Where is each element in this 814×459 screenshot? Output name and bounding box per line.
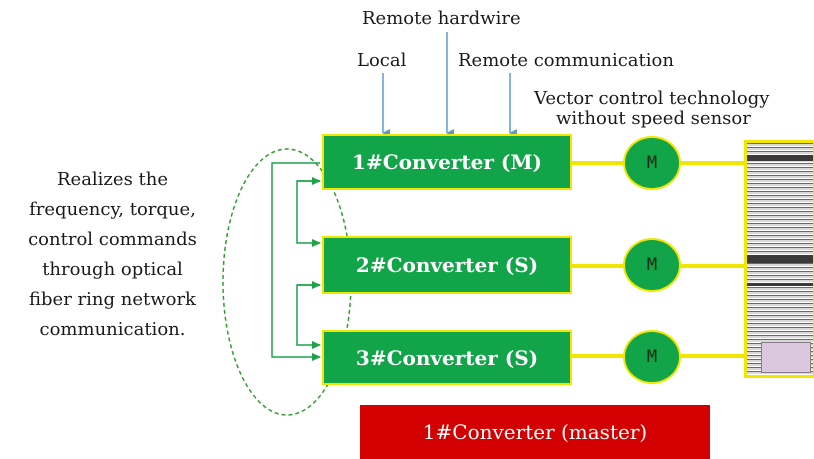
converter-2-box: 2#Converter (S) — [322, 236, 572, 294]
vector-control-label-line2: without speed sensor — [556, 108, 751, 129]
ring-link-1-2 — [296, 180, 321, 247]
converter-3-box: 3#Converter (S) — [322, 330, 572, 385]
ring-outer-line — [271, 162, 321, 361]
description-line: Realizes the — [56, 169, 169, 190]
description-line: fiber ring network — [29, 289, 196, 310]
motor-1: M — [623, 136, 681, 190]
roller-band — [747, 255, 813, 263]
description-line: communication. — [39, 319, 186, 340]
vector-control-label-line1: Vector control technology — [534, 88, 770, 109]
roller-frame-block — [761, 342, 811, 373]
description-line: through optical — [42, 259, 183, 280]
motor-3: M — [623, 330, 681, 384]
converter-1-box: 1#Converter (M) — [322, 134, 572, 190]
rolling-mill-image — [744, 140, 814, 378]
description-line: frequency, torque, — [29, 199, 196, 220]
remote-hardwire-label: Remote hardwire — [362, 8, 521, 29]
local-label: Local — [357, 50, 407, 71]
motor-2: M — [623, 238, 681, 292]
roller-band — [747, 283, 813, 286]
description-line: control commands — [28, 229, 197, 250]
ring-network-description: Realizes the frequency, torque, control … — [10, 165, 215, 345]
remote-communication-label: Remote communication — [458, 50, 674, 71]
ring-link-2-3 — [296, 284, 321, 349]
master-converter-banner: 1#Converter (master) — [360, 405, 710, 459]
roller-band — [747, 155, 813, 161]
